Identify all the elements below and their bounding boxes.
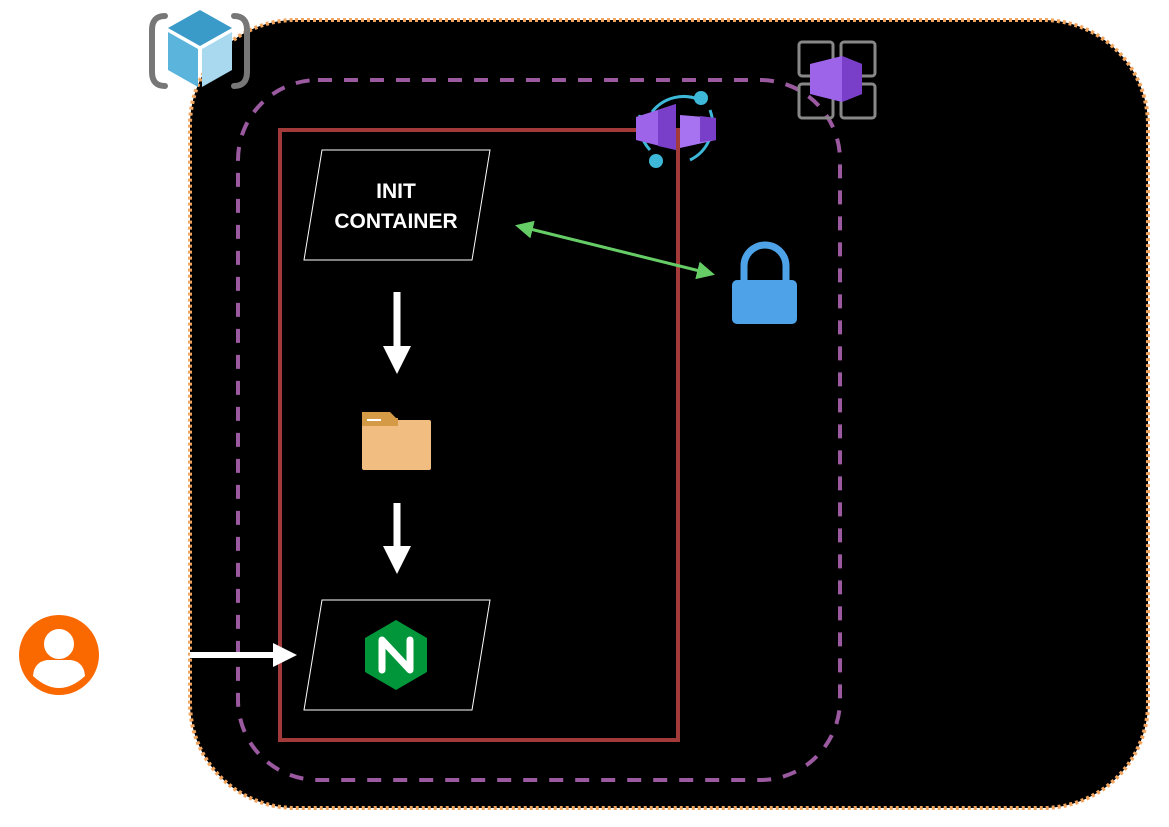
container-group-boundary: [236, 78, 842, 782]
container-cube-icon: [149, 10, 250, 89]
nginx-icon: [365, 620, 427, 690]
init-label-line2: CONTAINER: [334, 210, 457, 233]
pod-boundary: [278, 128, 680, 742]
user-icon: [19, 615, 99, 695]
secret-link-arrow: [515, 220, 715, 280]
container-group-icon: [636, 91, 716, 168]
folder-icon: [362, 412, 431, 470]
nginx-container: [303, 599, 491, 711]
lock-icon: [732, 241, 797, 324]
init-label-line1: INIT: [376, 180, 416, 203]
container-registry-icon: [797, 40, 877, 120]
init-container: INIT CONTAINER: [303, 149, 491, 261]
